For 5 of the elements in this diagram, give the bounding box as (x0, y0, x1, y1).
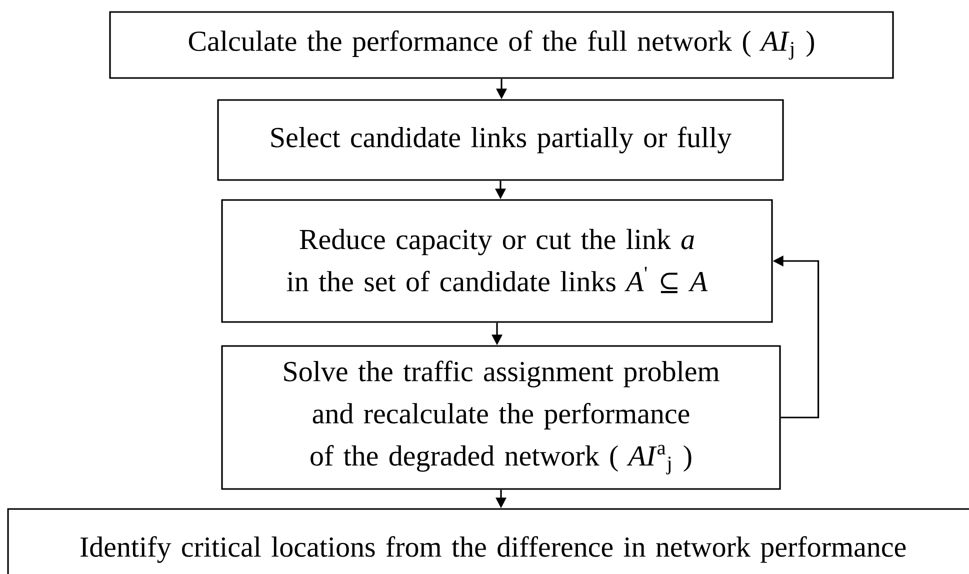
process-box: Select candidate links partially or fully (217, 99, 784, 181)
process-box: Identify critical locations from the difference in network performance (7, 508, 969, 574)
process-box: Solve the traffic assignment problem and recalculate the performance of the degraded network ( AI$^{a}$$_{j}$ ) (221, 345, 781, 490)
process-box: Calculate the performance of the full network ( AI$_{j}$ ) (109, 11, 894, 79)
process-box: Reduce capacity or cut the link a in the set of candidate links A$^{'}$ ⊆ A (221, 199, 773, 323)
